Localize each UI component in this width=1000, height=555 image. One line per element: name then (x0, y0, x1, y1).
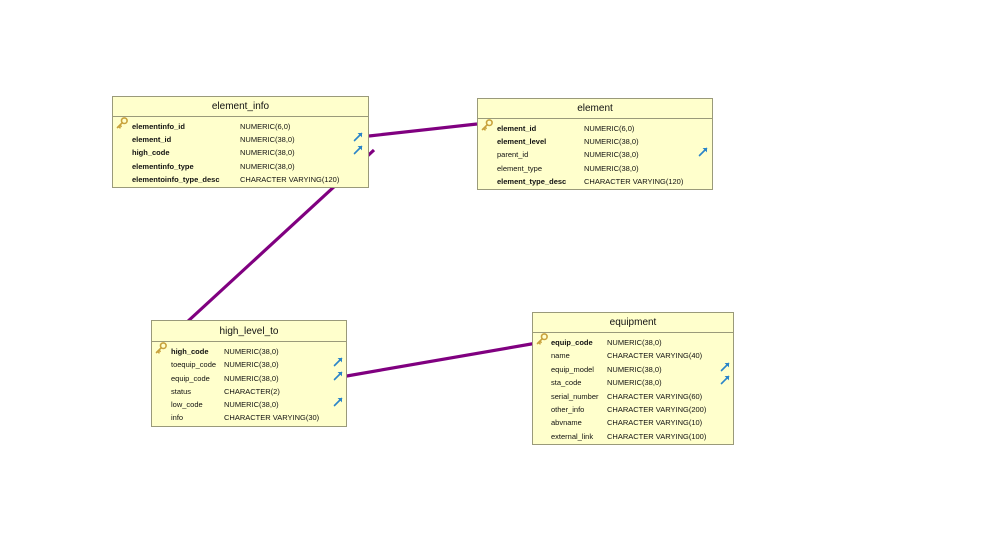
primary-key-icon (481, 119, 493, 131)
relation-element-info-element[interactable] (368, 122, 478, 138)
column-row[interactable]: elementinfo_id NUMERIC(6,0) (113, 117, 368, 133)
column-type: NUMERIC(38,0) (607, 364, 662, 374)
column-row[interactable]: element_type_desc CHARACTER VARYING(120) (478, 175, 712, 188)
column-type: NUMERIC(38,0) (224, 360, 279, 370)
table-title: element (478, 99, 712, 119)
column-name: element_type_desc (497, 176, 567, 186)
column-row[interactable]: element_id NUMERIC(38,0) (113, 131, 368, 146)
column-row[interactable]: element_level NUMERIC(38,0) (478, 135, 712, 148)
column-name: name (551, 351, 570, 361)
column-row[interactable]: high_code NUMERIC(38,0) (113, 146, 368, 159)
column-type: NUMERIC(38,0) (240, 135, 295, 145)
column-name: high_code (132, 148, 170, 158)
column-type: CHARACTER(2) (224, 386, 280, 396)
foreign-key-icon (698, 146, 709, 157)
column-type: CHARACTER VARYING(100) (607, 431, 707, 441)
column-name: elementoinfo_type_desc (132, 174, 220, 184)
column-type: NUMERIC(38,0) (607, 338, 662, 347)
column-name: parent_id (497, 150, 529, 160)
column-row[interactable]: element_id NUMERIC(6,0) (478, 119, 712, 135)
table-title: high_level_to (152, 321, 346, 342)
primary-key-icon (116, 117, 128, 129)
column-name: abvname (551, 418, 582, 428)
column-type: NUMERIC(38,0) (224, 347, 279, 356)
column-name: status (171, 386, 192, 396)
column-name: toequip_code (171, 360, 217, 370)
column-name: equip_code (171, 373, 210, 383)
column-row[interactable]: status CHARACTER(2) (152, 385, 346, 398)
foreign-key-icon (333, 396, 344, 407)
column-name: element_id (132, 135, 172, 145)
column-row[interactable]: elementinfo_type NUMERIC(38,0) (113, 160, 368, 173)
column-type: CHARACTER VARYING(40) (607, 351, 703, 361)
column-row[interactable]: sta_code NUMERIC(38,0) (533, 374, 733, 389)
column-row[interactable]: parent_id NUMERIC(38,0) (478, 148, 712, 161)
column-name: element_id (497, 124, 537, 133)
column-row[interactable]: abvname CHARACTER VARYING(10) (533, 416, 733, 429)
column-name: elementinfo_type (132, 161, 194, 171)
column-row[interactable]: info CHARACTER VARYING(30) (152, 411, 346, 424)
column-name: equip_model (551, 364, 594, 374)
column-name: high_code (171, 347, 209, 356)
column-row[interactable]: other_info CHARACTER VARYING(200) (533, 403, 733, 416)
column-type: NUMERIC(38,0) (224, 400, 279, 410)
column-type: NUMERIC(38,0) (240, 161, 295, 171)
foreign-key-icon (720, 374, 731, 385)
primary-key-icon (536, 333, 548, 345)
column-row[interactable]: elementoinfo_type_desc CHARACTER VARYING(… (113, 173, 368, 186)
column-row[interactable]: element_type NUMERIC(38,0) (478, 162, 712, 175)
column-row[interactable]: equip_code NUMERIC(38,0) (533, 333, 733, 349)
column-type: CHARACTER VARYING(120) (584, 176, 684, 186)
column-type: NUMERIC(38,0) (584, 150, 639, 160)
column-name: equip_code (551, 338, 593, 347)
column-name: info (171, 413, 184, 423)
column-type: CHARACTER VARYING(120) (240, 174, 340, 184)
column-type: NUMERIC(38,0) (240, 148, 295, 158)
column-row[interactable]: equip_model NUMERIC(38,0) (533, 361, 733, 376)
column-name: elementinfo_id (132, 122, 185, 131)
column-row[interactable]: external_link CHARACTER VARYING(100) (533, 430, 733, 443)
table-title: element_info (113, 97, 368, 117)
column-name: other_info (551, 404, 585, 414)
column-row[interactable]: low_code NUMERIC(38,0) (152, 396, 346, 411)
column-name: low_code (171, 400, 203, 410)
relation-high-level-to-equipment[interactable] (340, 341, 538, 379)
column-row[interactable]: high_code NUMERIC(38,0) (152, 342, 346, 358)
column-type: NUMERIC(6,0) (584, 124, 635, 133)
foreign-key-icon (353, 131, 364, 142)
column-row[interactable]: toequip_code NUMERIC(38,0) (152, 356, 346, 371)
column-type: NUMERIC(38,0) (607, 378, 662, 388)
column-type: CHARACTER VARYING(30) (224, 413, 320, 423)
table-title: equipment (533, 313, 733, 333)
column-name: external_link (551, 431, 594, 441)
column-name: sta_code (551, 378, 582, 388)
column-type: CHARACTER VARYING(10) (607, 418, 703, 428)
foreign-key-icon (333, 356, 344, 367)
column-row[interactable]: serial_number CHARACTER VARYING(60) (533, 390, 733, 403)
column-type: NUMERIC(38,0) (584, 163, 639, 173)
foreign-key-icon (353, 144, 364, 155)
column-type: NUMERIC(38,0) (224, 373, 279, 383)
column-row[interactable]: equip_code NUMERIC(38,0) (152, 370, 346, 385)
column-type: CHARACTER VARYING(60) (607, 391, 703, 401)
foreign-key-icon (333, 370, 344, 381)
column-type: NUMERIC(6,0) (240, 122, 291, 131)
table-element[interactable]: element element_id NUMERIC(6,0) element_lev… (477, 98, 713, 190)
column-name: serial_number (551, 391, 599, 401)
column-type: CHARACTER VARYING(200) (607, 404, 707, 414)
primary-key-icon (155, 342, 167, 354)
foreign-key-icon (720, 361, 731, 372)
column-name: element_type (497, 163, 543, 173)
column-row[interactable]: name CHARACTER VARYING(40) (533, 349, 733, 362)
column-name: element_level (497, 137, 547, 147)
column-type: NUMERIC(38,0) (584, 137, 639, 147)
